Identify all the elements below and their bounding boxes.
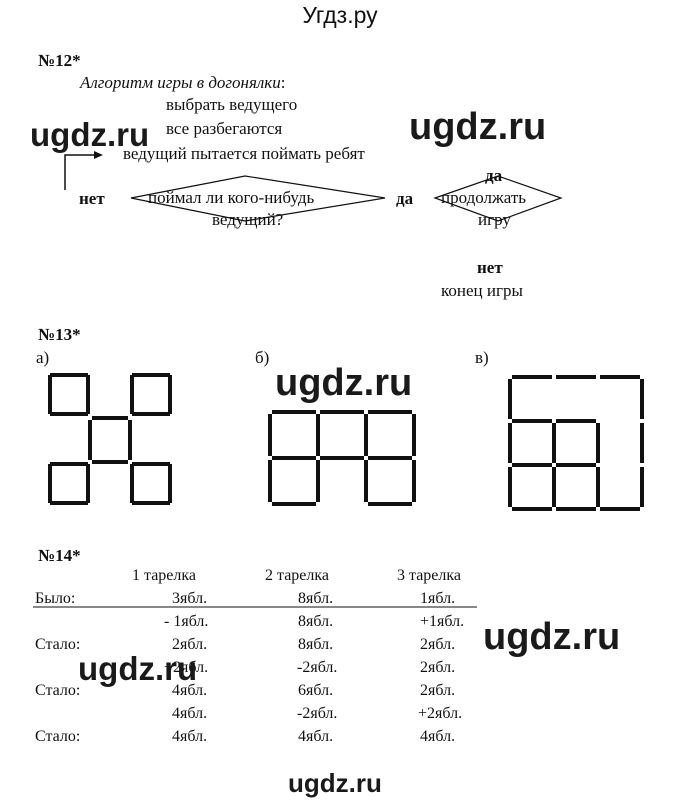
step-try-catch: ведущий пытается поймать ребят bbox=[123, 144, 365, 163]
watermark: ugdz.ru bbox=[483, 616, 621, 658]
figure-label-c: в) bbox=[475, 348, 489, 367]
step-choose-leader: выбрать ведущего bbox=[166, 95, 298, 114]
table-cell: 2ябл. bbox=[420, 659, 456, 676]
matchstick-figure-b bbox=[268, 410, 416, 506]
watermark: ugdz.ru bbox=[78, 650, 198, 687]
label-yes-mid: да bbox=[396, 189, 414, 208]
task-12-title-text: Алгоритм игры в догонялки bbox=[80, 73, 281, 92]
task-14-number: №14* bbox=[38, 546, 81, 565]
table-cell: 1ябл. bbox=[420, 590, 456, 607]
table-cell: - 1ябл. bbox=[164, 613, 209, 630]
matchstick-figure-a bbox=[48, 373, 172, 505]
task-12-title-colon: : bbox=[280, 73, 286, 92]
table-cell: 4ябл. bbox=[298, 728, 334, 745]
diamond-caught-line1: поймал ли кого-нибудь bbox=[148, 188, 315, 207]
task-12-title: Алгоритм игры в догонялки: bbox=[80, 73, 286, 93]
label-no-left: нет bbox=[79, 189, 105, 208]
decision-diamond-caught bbox=[130, 175, 386, 222]
table-cell: 2ябл. bbox=[420, 636, 456, 653]
figure-label-b: б) bbox=[255, 348, 270, 367]
table-cell: +2ябл. bbox=[164, 659, 209, 676]
row-label: Стало: bbox=[35, 682, 81, 699]
task-12-number: №12* bbox=[38, 51, 81, 70]
table-cell: 2ябл. bbox=[420, 682, 456, 699]
table-cell: 6ябл. bbox=[298, 682, 334, 699]
table-cell: 4ябл. bbox=[420, 728, 456, 745]
table-cell: 3ябл. bbox=[172, 590, 208, 607]
matchstick-figure-c bbox=[508, 375, 644, 511]
end-of-game: конец игры bbox=[441, 281, 523, 300]
table-cell: +1ябл. bbox=[420, 613, 465, 630]
loop-arrow-line bbox=[64, 154, 95, 190]
table-cell: 4ябл. bbox=[172, 705, 208, 722]
label-yes-top: да bbox=[485, 166, 503, 185]
row-label: Стало: bbox=[35, 636, 81, 653]
decision-diamond-continue bbox=[433, 175, 563, 222]
label-no-bottom: нет bbox=[477, 258, 503, 277]
diamond-continue-line2: игру bbox=[478, 210, 511, 229]
column-header-plate-1: 1 тарелка bbox=[132, 567, 197, 584]
table-cell: +2ябл. bbox=[418, 705, 463, 722]
table-cell: 4ябл. bbox=[172, 682, 208, 699]
watermark: ugdz.ru bbox=[288, 768, 382, 798]
loop-arrow-head bbox=[94, 151, 103, 159]
column-header-plate-3: 3 тарелка bbox=[397, 567, 462, 584]
diamond-continue-line1: продолжать bbox=[441, 188, 527, 207]
watermark: ugdz.ru bbox=[275, 362, 413, 404]
table-cell: 2ябл. bbox=[172, 636, 208, 653]
table-cell: -2ябл. bbox=[297, 659, 338, 676]
table-cell: 8ябл. bbox=[298, 636, 334, 653]
figure-label-a: а) bbox=[36, 348, 50, 367]
table-cell: -2ябл. bbox=[297, 705, 338, 722]
row-label: Стало: bbox=[35, 728, 81, 745]
table-cell: 4ябл. bbox=[172, 728, 208, 745]
site-title: Угдз.ру bbox=[302, 2, 378, 28]
task-13-number: №13* bbox=[38, 325, 81, 344]
table-cell: 8ябл. bbox=[298, 590, 334, 607]
watermark: ugdz.ru bbox=[409, 106, 547, 148]
table-cell: 8ябл. bbox=[298, 613, 334, 630]
column-header-plate-2: 2 тарелка bbox=[265, 567, 330, 584]
watermark: ugdz.ru bbox=[30, 116, 150, 153]
diamond-caught-line2: ведущий? bbox=[212, 210, 284, 229]
row-label: Было: bbox=[35, 590, 76, 607]
step-scatter: все разбегаются bbox=[166, 119, 283, 138]
